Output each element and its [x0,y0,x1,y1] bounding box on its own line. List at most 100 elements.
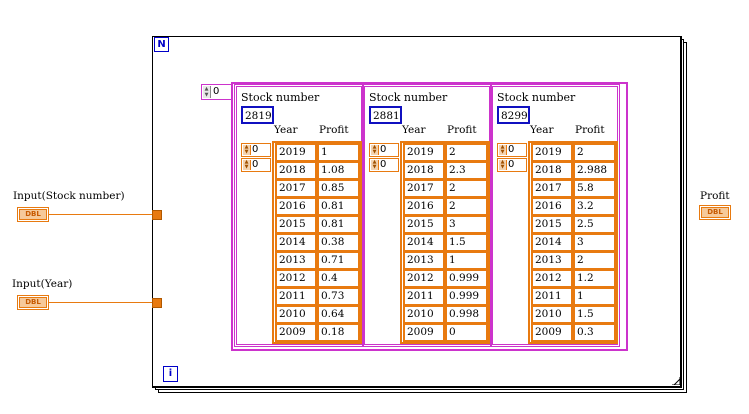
stock-number-field[interactable]: 2819 [241,106,274,124]
year-cell[interactable]: 2018 [403,161,445,180]
year-cell[interactable]: 2014 [531,233,573,252]
profit-cell[interactable]: 1.2 [573,269,616,288]
year-cell[interactable]: 2016 [275,197,317,216]
year-cell[interactable]: 2016 [531,197,573,216]
profit-cell[interactable]: 3.2 [573,197,616,216]
inner-array-index[interactable]: ▲▼0 [497,158,527,172]
wire-stock-number[interactable] [48,214,152,215]
index-stepper-icon[interactable]: ▲▼ [243,145,251,155]
profit-cell[interactable]: 0.999 [445,269,488,288]
index-stepper-icon[interactable]: ▲▼ [203,86,211,98]
input-stock-number-terminal[interactable]: DBL [17,207,49,222]
stock-number-field[interactable]: 2881 [369,106,402,124]
profit-cell[interactable]: 0.71 [317,251,360,270]
profit-cell[interactable]: 0.18 [317,323,360,342]
profit-cell[interactable]: 0.85 [317,179,360,198]
tunnel-stock-number[interactable] [152,210,162,220]
profit-cell[interactable]: 0.38 [317,233,360,252]
year-cell[interactable]: 2012 [403,269,445,288]
year-cell[interactable]: 2013 [531,251,573,270]
resize-corner-icon[interactable] [672,377,680,385]
year-cell[interactable]: 2010 [275,305,317,324]
profit-cell[interactable]: 1 [445,251,488,270]
inner-array-index-value: 0 [508,144,515,155]
profit-cell[interactable]: 2 [445,179,488,198]
profit-cell[interactable]: 1.5 [573,305,616,324]
year-column-header: Year [530,124,554,136]
profit-cell[interactable]: 0 [445,323,488,342]
year-cell[interactable]: 2015 [275,215,317,234]
index-stepper-icon[interactable]: ▲▼ [499,145,507,155]
year-cell[interactable]: 2016 [403,197,445,216]
outer-array-constant[interactable] [231,82,628,351]
outer-array-index[interactable]: ▲▼ 0 [201,84,233,100]
profit-cell[interactable]: 3 [573,233,616,252]
profit-cell[interactable]: 2 [573,143,616,162]
profit-cell[interactable]: 2 [445,197,488,216]
year-cell[interactable]: 2009 [403,323,445,342]
profit-cell[interactable]: 5.8 [573,179,616,198]
inner-array-index[interactable]: ▲▼0 [497,143,527,157]
profit-cell[interactable]: 0.81 [317,215,360,234]
year-cell[interactable]: 2012 [531,269,573,288]
inner-array-index[interactable]: ▲▼0 [369,158,399,172]
year-column-header: Year [402,124,426,136]
output-profit-terminal[interactable]: DBL [699,205,731,220]
year-cell[interactable]: 2019 [531,143,573,162]
index-stepper-icon[interactable]: ▲▼ [243,160,251,170]
inner-array-index[interactable]: ▲▼0 [241,158,271,172]
count-terminal[interactable]: N [154,37,169,52]
profit-cell[interactable]: 1.5 [445,233,488,252]
profit-cell[interactable]: 0.81 [317,197,360,216]
profit-cell[interactable]: 1 [317,143,360,162]
year-cell[interactable]: 2013 [275,251,317,270]
index-stepper-icon[interactable]: ▲▼ [371,145,379,155]
iteration-terminal[interactable]: i [163,366,178,382]
year-cell[interactable]: 2013 [403,251,445,270]
profit-cell[interactable]: 2 [573,251,616,270]
year-cell[interactable]: 2012 [275,269,317,288]
year-cell[interactable]: 2019 [275,143,317,162]
tunnel-year[interactable] [152,298,162,308]
year-cell[interactable]: 2010 [531,305,573,324]
year-cell[interactable]: 2014 [403,233,445,252]
profit-cell[interactable]: 1.08 [317,161,360,180]
input-year-terminal[interactable]: DBL [17,295,49,310]
year-cell[interactable]: 2011 [275,287,317,306]
index-stepper-icon[interactable]: ▲▼ [499,160,507,170]
profit-cell[interactable]: 2.3 [445,161,488,180]
index-stepper-icon[interactable]: ▲▼ [371,160,379,170]
profit-cell[interactable]: 1 [573,287,616,306]
year-cell[interactable]: 2018 [275,161,317,180]
wire-year[interactable] [48,302,152,303]
profit-cell[interactable]: 2.988 [573,161,616,180]
year-cell[interactable]: 2009 [275,323,317,342]
year-cell[interactable]: 2011 [403,287,445,306]
year-cell[interactable]: 2011 [531,287,573,306]
profit-cell[interactable]: 0.3 [573,323,616,342]
year-cell[interactable]: 2017 [403,179,445,198]
profit-cell[interactable]: 0.64 [317,305,360,324]
profit-cell[interactable]: 0.999 [445,287,488,306]
profit-cell[interactable]: 2 [445,143,488,162]
year-cell[interactable]: 2014 [275,233,317,252]
year-cell[interactable]: 2009 [531,323,573,342]
year-cell[interactable]: 2015 [403,215,445,234]
stock-number-field[interactable]: 8299 [497,106,530,124]
year-cell[interactable]: 2017 [275,179,317,198]
year-cell[interactable]: 2015 [531,215,573,234]
profit-cell[interactable]: 2.5 [573,215,616,234]
year-cell[interactable]: 2017 [531,179,573,198]
year-cell[interactable]: 2019 [403,143,445,162]
profit-cell[interactable]: 0.4 [317,269,360,288]
profit-cell[interactable]: 3 [445,215,488,234]
inner-array-index[interactable]: ▲▼0 [241,143,271,157]
profit-cell[interactable]: 0.73 [317,287,360,306]
year-cell[interactable]: 2018 [531,161,573,180]
profit-cell[interactable]: 0.998 [445,305,488,324]
inner-array-index[interactable]: ▲▼0 [369,143,399,157]
year-cell[interactable]: 2010 [403,305,445,324]
